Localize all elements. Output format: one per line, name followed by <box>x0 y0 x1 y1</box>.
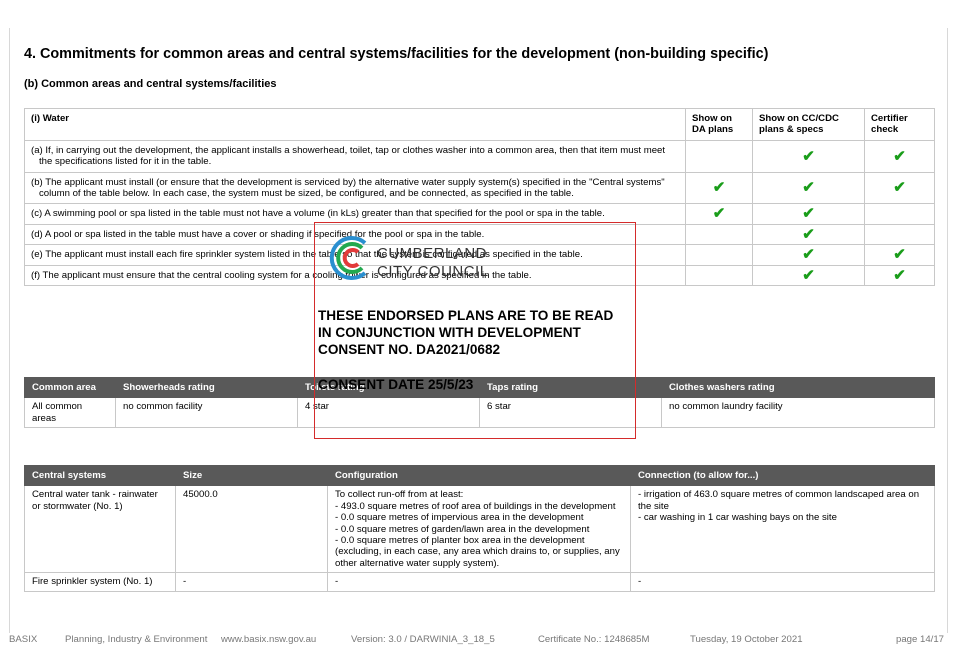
page-left-edge <box>9 28 10 633</box>
checkmark-icon: ✔ <box>802 225 815 243</box>
subsection-title: (b) Common areas and central systems/fac… <box>24 78 277 90</box>
checkmark-icon: ✔ <box>893 266 906 284</box>
checkmark-icon: ✔ <box>712 205 726 223</box>
central-header-cell: Central systems <box>24 464 176 487</box>
checkmark-icon: ✔ <box>802 147 815 165</box>
check-cell: ✔ <box>685 203 753 225</box>
check-cell <box>685 223 753 246</box>
common-header-cell: Taps rating <box>479 376 662 399</box>
table-row: (a) If, in carrying out the development,… <box>24 139 935 173</box>
water-header-row: (i) Water Show on DA plans Show on CC/CD… <box>24 108 935 141</box>
council-name-line: CUMBERLAND <box>377 245 488 262</box>
table-cell: no common facility <box>115 397 298 429</box>
checkmark-icon: ✔ <box>802 246 815 264</box>
checkmark-icon: ✔ <box>893 147 906 165</box>
table-cell: To collect run-off from at least: - 493.… <box>327 485 631 574</box>
check-cell: ✔ <box>685 171 753 205</box>
central-header-cell: Connection (to allow for...) <box>630 464 935 487</box>
check-cell: ✔ <box>864 171 935 205</box>
council-logo-icon <box>329 236 367 280</box>
check-cell <box>685 139 753 173</box>
section-title: 4. Commitments for common areas and cent… <box>24 46 769 62</box>
table-cell: All common areas <box>24 397 116 429</box>
consent-date: CONSENT DATE 25/5/23 <box>318 377 474 392</box>
check-cell <box>864 223 935 246</box>
commitment-text: (b) The applicant must install (or ensur… <box>24 171 686 205</box>
water-commitments-table: (i) Water Show on DA plans Show on CC/CD… <box>24 108 935 287</box>
checkmark-icon: ✔ <box>893 246 906 264</box>
footer-certificate: Certificate No.: 1248685M <box>538 634 650 645</box>
water-header-cell: (i) Water <box>24 108 686 141</box>
common-header-row: Common area Showerheads rating Toilets r… <box>24 376 935 399</box>
table-cell: 4 star <box>297 397 480 429</box>
stamp-message-line: IN CONJUNCTION WITH DEVELOPMENT <box>318 325 581 340</box>
footer-department: Planning, Industry & Environment <box>65 634 208 645</box>
common-areas-table: Common area Showerheads rating Toilets r… <box>24 376 935 429</box>
central-header-cell: Configuration <box>327 464 631 487</box>
page-right-edge <box>947 28 948 633</box>
table-cell: - irrigation of 463.0 square metres of c… <box>630 485 935 574</box>
table-cell: no common laundry facility <box>661 397 935 429</box>
footer-version: Version: 3.0 / DARWINIA_3_18_5 <box>351 634 495 645</box>
footer-date: Tuesday, 19 October 2021 <box>690 634 803 645</box>
common-header-cell: Toilets rating <box>297 376 480 399</box>
check-cell: ✔ <box>752 139 865 173</box>
water-header-cell: Show on DA plans <box>685 108 753 141</box>
council-name-line: CITY COUNCIL <box>377 263 489 280</box>
table-cell: 6 star <box>479 397 662 429</box>
check-cell: ✔ <box>864 264 935 287</box>
checkmark-icon: ✔ <box>712 179 726 197</box>
water-header-cell: Certifier check <box>864 108 935 141</box>
council-name: CUMBERLAND CITY COUNCIL <box>377 245 489 281</box>
table-cell: Central water tank - rainwater or stormw… <box>24 485 176 574</box>
stamp-message-line: THESE ENDORSED PLANS ARE TO BE READ <box>318 308 614 323</box>
footer-page-number: page 14/17 <box>896 634 945 645</box>
central-header-cell: Size <box>175 464 328 487</box>
table-row: Fire sprinkler system (No. 1) - - - <box>24 572 935 592</box>
common-header-cell: Clothes washers rating <box>661 376 935 399</box>
check-cell: ✔ <box>752 264 865 287</box>
commitment-text: (a) If, in carrying out the development,… <box>24 139 686 173</box>
check-cell: ✔ <box>864 139 935 173</box>
check-cell: ✔ <box>752 223 865 246</box>
check-cell <box>685 244 753 266</box>
checkmark-icon: ✔ <box>802 266 815 284</box>
central-header-row: Central systems Size Configuration Conne… <box>24 464 935 487</box>
water-header-cell: Show on CC/CDC plans & specs <box>752 108 865 141</box>
check-cell <box>685 264 753 287</box>
check-cell: ✔ <box>752 244 865 266</box>
check-cell <box>864 203 935 225</box>
table-cell: - <box>175 572 328 592</box>
stamp-message-line: CONSENT NO. DA2021/0682 <box>318 342 501 357</box>
check-cell: ✔ <box>864 244 935 266</box>
table-cell: Fire sprinkler system (No. 1) <box>24 572 176 592</box>
table-cell: 45000.0 <box>175 485 328 574</box>
checkmark-icon: ✔ <box>802 205 815 223</box>
council-endorsement-stamp: CUMBERLAND CITY COUNCIL THESE ENDORSED P… <box>314 222 636 439</box>
checkmark-icon: ✔ <box>893 179 906 197</box>
table-row: Central water tank - rainwater or stormw… <box>24 485 935 574</box>
table-row: All common areas no common facility 4 st… <box>24 397 935 429</box>
check-cell: ✔ <box>752 171 865 205</box>
table-cell: - <box>630 572 935 592</box>
central-systems-table: Central systems Size Configuration Conne… <box>24 464 935 592</box>
check-cell: ✔ <box>752 203 865 225</box>
footer-basix: BASIX <box>9 634 38 645</box>
common-header-cell: Common area <box>24 376 116 399</box>
stamp-message: THESE ENDORSED PLANS ARE TO BE READ IN C… <box>318 307 613 358</box>
footer-website-link[interactable]: www.basix.nsw.gov.au <box>221 634 317 645</box>
table-row: (b) The applicant must install (or ensur… <box>24 171 935 205</box>
table-row: (d) A pool or spa listed in the table mu… <box>24 223 935 246</box>
checkmark-icon: ✔ <box>802 179 815 197</box>
common-header-cell: Showerheads rating <box>115 376 298 399</box>
table-cell: - <box>327 572 631 592</box>
